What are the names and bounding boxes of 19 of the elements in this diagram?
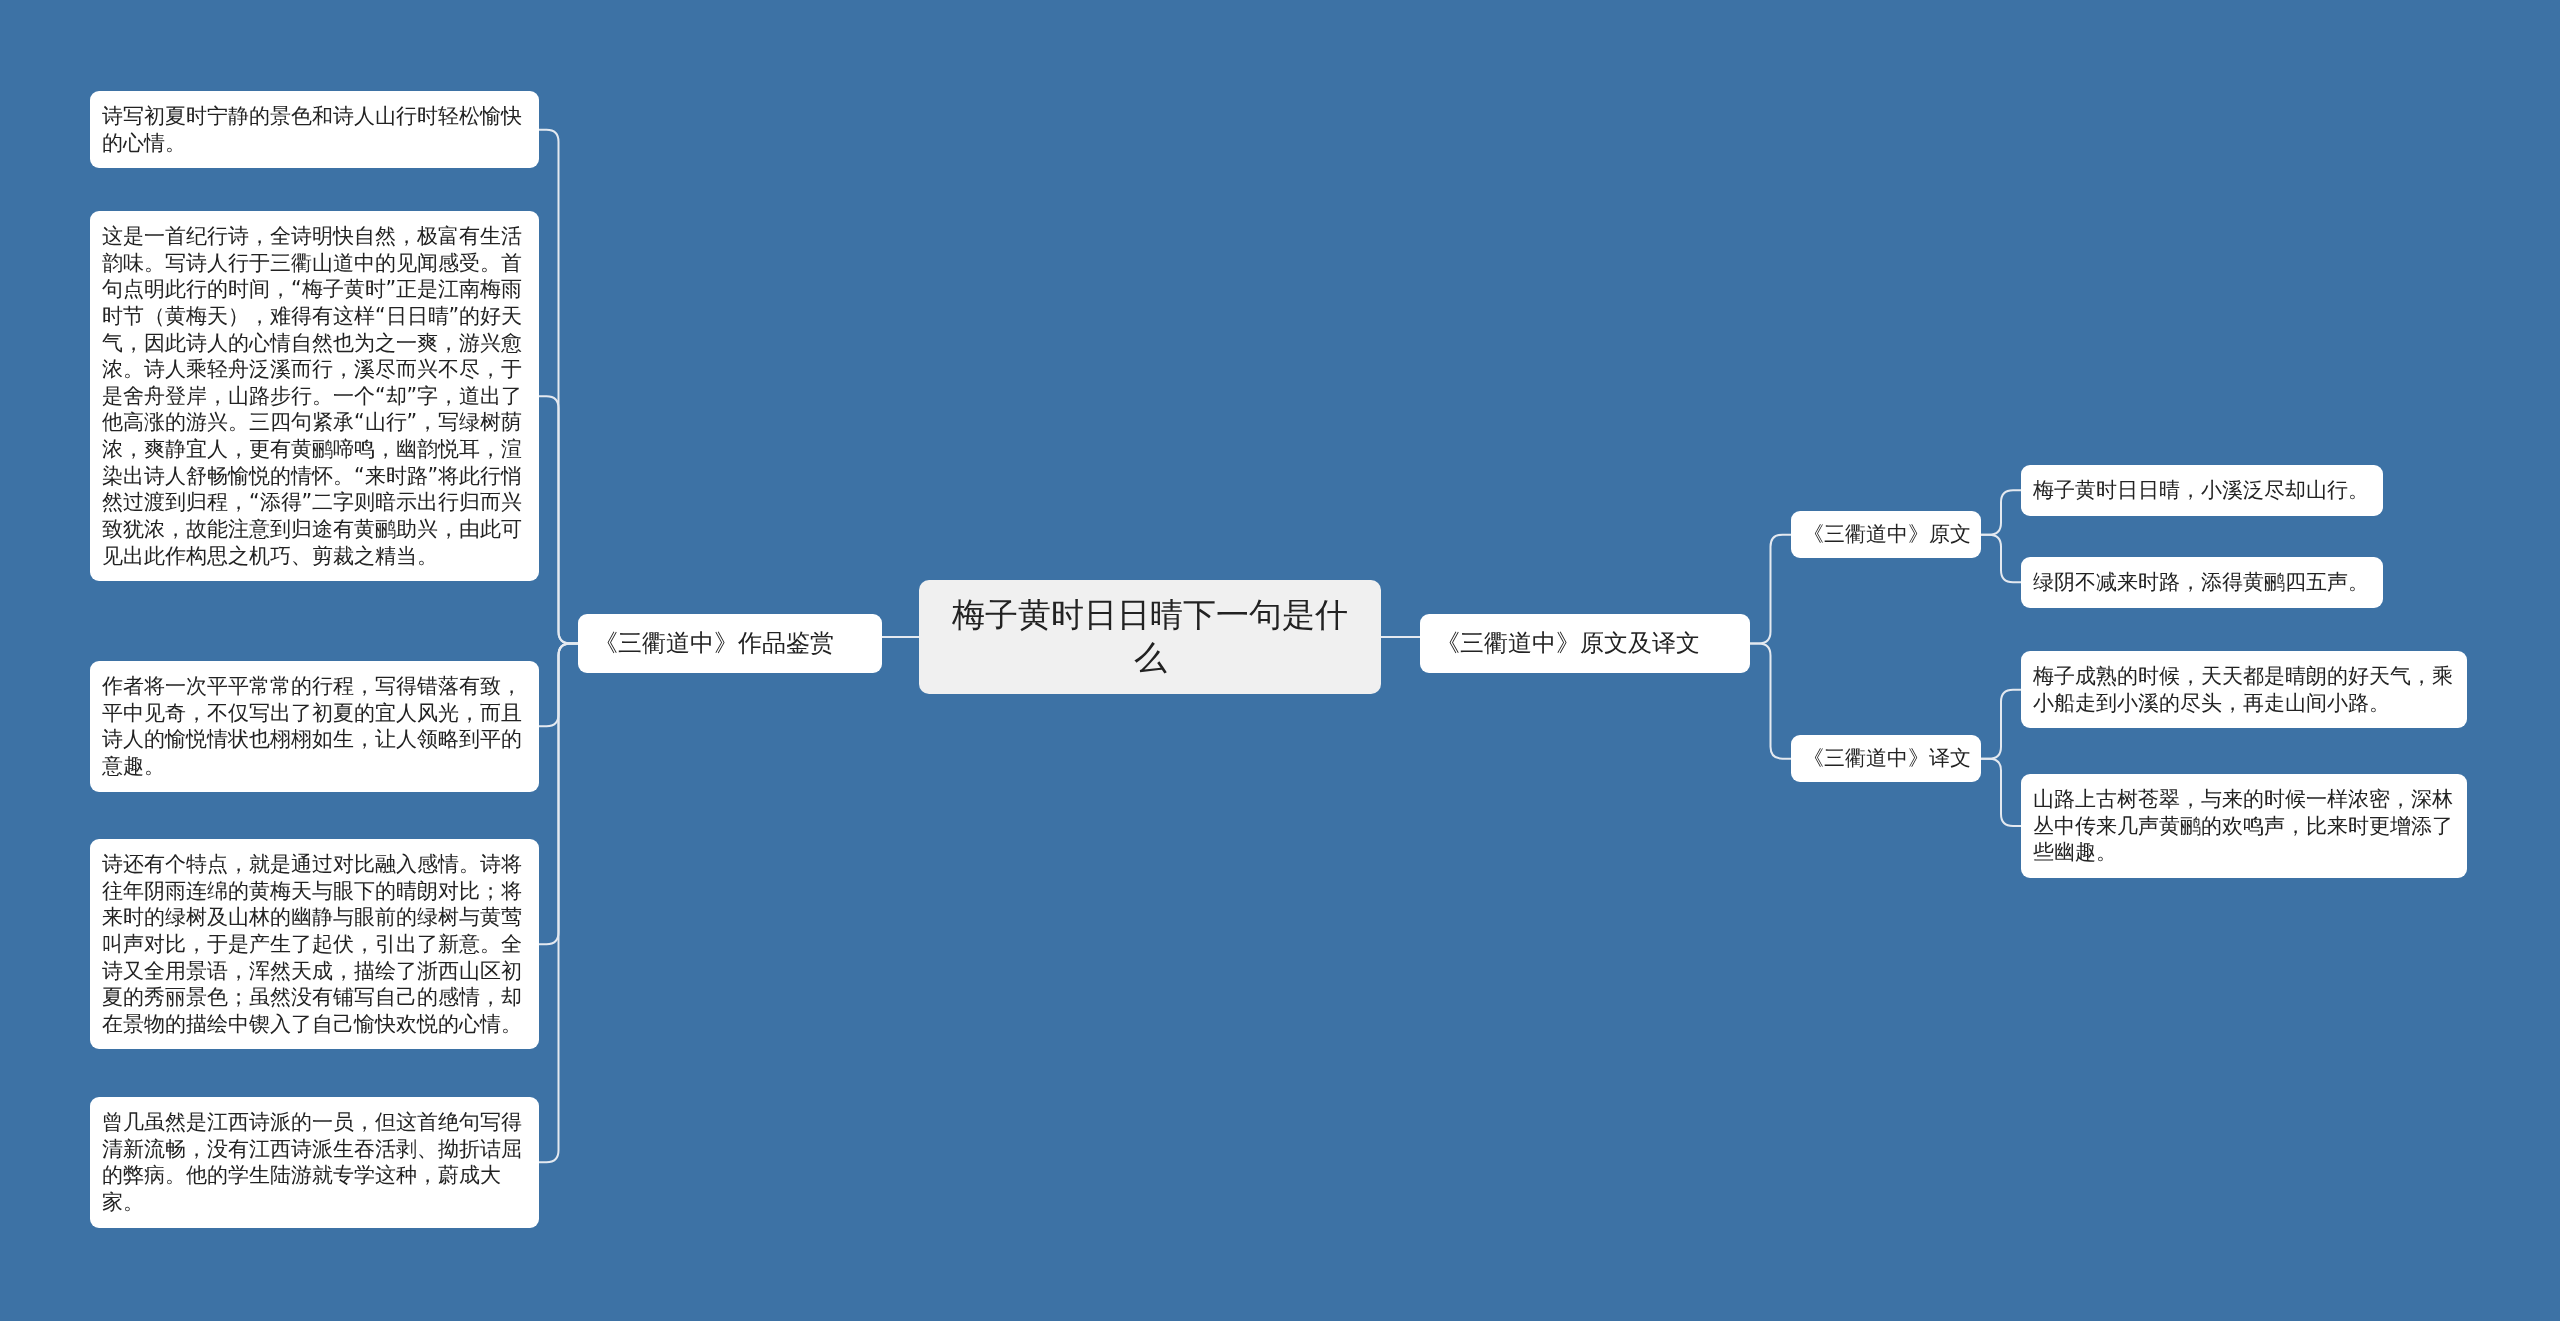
- connector-line: [1749, 642, 1792, 760]
- note-card: 曾几虽然是江西诗派的一员，但这首绝句写得清新流畅，没有江西诗派生吞活剥、拗折诘屈的弊病。他的学生陆游就专学这种，蔚成大家。: [90, 1097, 539, 1228]
- connector-line: [881, 635, 920, 638]
- topic-box: 《三衢道中》原文及译文: [1420, 614, 1750, 674]
- note-card: 梅子成熟的时候，天天都是晴朗的好天气，乘小船走到小溪的尽头，再走山间小路。: [2021, 651, 2467, 729]
- note-card: 诗写初夏时宁静的景色和诗人山行时轻松愉快的心情。: [90, 91, 539, 169]
- note-card: 这是一首纪行诗，全诗明快自然，极富有生活韵味。写诗人行于三衢山道中的见闻感受。首句点明此行的时间，“梅子黄时”正是江南梅雨时节（黄梅天），难得有这样“日日晴”的好天气，因此诗人的心情自然也为之一爽，游兴愈浓。诗人乘轻舟泛溪而行，溪尽而兴不尽，于是舍舟登岸，山路步行。一个“却”字，道出了他高涨的游兴。三四句紧承“山行”，写绿树荫浓，爽静宜人，更有黄鹂啼鸣，幽韵悦耳，渲染出诗人舒畅愉悦的情怀。“来时路”将此行悄然过渡到归程，“添得”二字则暗示出行归而兴致犹浓，故能注意到归途有黄鹂助兴，由此可见出此作构思之机巧、剪裁之精当。: [90, 211, 539, 582]
- topic-box: 《三衢道中》作品鉴赏: [578, 614, 882, 674]
- connector-line: [1380, 635, 1421, 638]
- connector-line: [1980, 533, 2022, 584]
- note-card: 梅子黄时日日晴，小溪泛尽却山行。: [2021, 465, 2383, 516]
- note-card: 作者将一次平平常常的行程，写得错落有致，平中见奇，不仅写出了初夏的宜人风光，而且诗人的愉悦情状也栩栩如生，让人领略到平的意趣。: [90, 661, 539, 792]
- note-card: 诗还有个特点，就是通过对比融入感情。诗将往年阴雨连绵的黄梅天与眼下的晴朗对比；将来时的绿树及山林的幽静与眼前的绿树与黄莺叫声对比，于是产生了起伏，引出了新意。全诗又全用景语，浑然天成，描绘了浙西山区初夏的秀丽景色；虽然没有铺写自己的感情，却在景物的描绘中锲入了自己愉快欢悦的心情。: [90, 839, 539, 1050]
- subtopic-box: 《三衢道中》原文: [1791, 511, 1981, 559]
- note-card: 绿阴不减来时路，添得黄鹂四五声。: [2021, 557, 2383, 608]
- subtopic-box: 《三衢道中》译文: [1791, 735, 1981, 783]
- connector-line: [1980, 757, 2022, 827]
- note-card: 山路上古树苍翠，与来的时候一样浓密，深林丛中传来几声黄鹂的欢鸣声，比来时更增添了些幽趣。: [2021, 774, 2467, 878]
- central-topic-box: 梅子黄时日日晴下一句是什么: [919, 580, 1381, 694]
